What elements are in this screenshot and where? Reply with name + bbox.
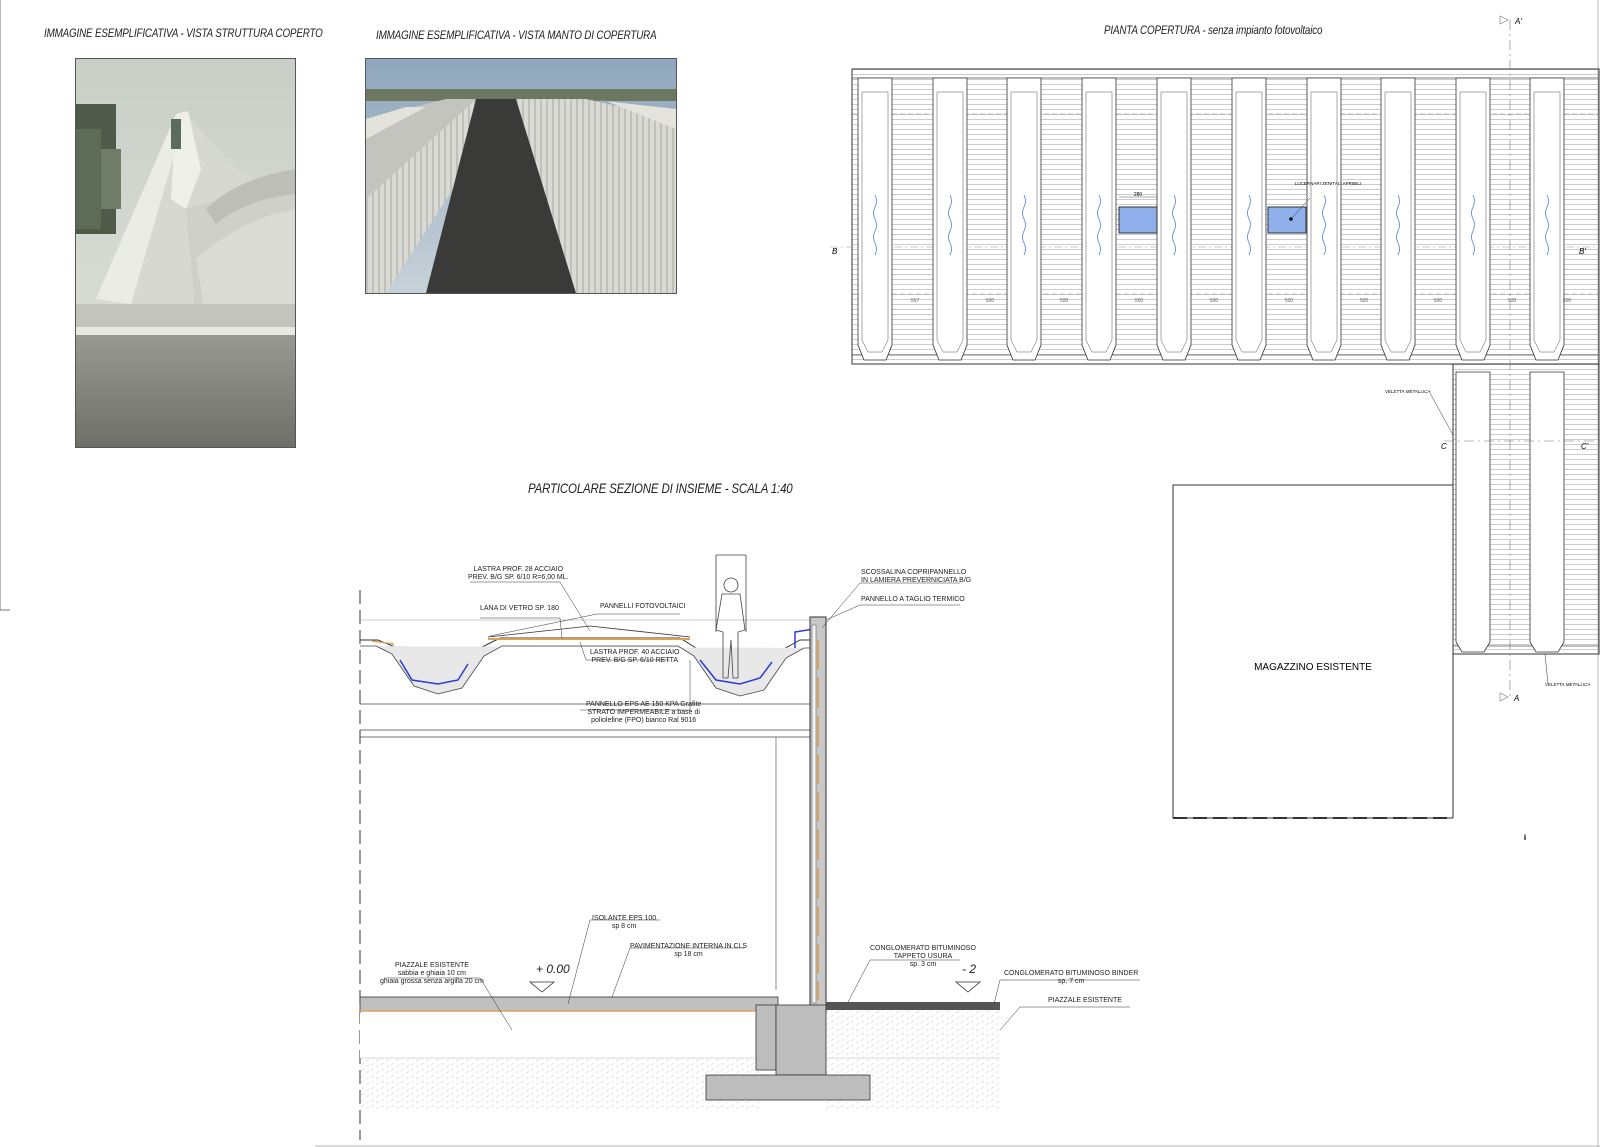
bay-dim-5: 500	[1210, 298, 1219, 304]
plan-wing-gutters	[1455, 371, 1565, 653]
bay-dim-9: 500	[1508, 298, 1517, 304]
skylight-1	[1118, 206, 1158, 234]
bay-dim-4: 500	[1135, 298, 1144, 304]
opening-dim: 280	[1134, 192, 1143, 198]
bay-dim-3: 500	[1060, 298, 1069, 304]
level-zero: + 0.00	[536, 962, 570, 976]
skylight-note: LUCERNARI ZENITALI APRIBILI	[1295, 181, 1361, 186]
section-title: PARTICOLARE SEZIONE DI INSIEME - SCALA 1…	[528, 480, 793, 496]
gutter-strip-7	[1306, 77, 1342, 361]
bay-dim-7: 500	[1360, 298, 1369, 304]
note-pannelli: PANNELLI FOTOVOLTAICI	[600, 603, 686, 610]
wing-gutter-2	[1529, 371, 1565, 653]
north-arrow	[1523, 833, 1527, 840]
photo-manto-title: IMMAGINE ESEMPLIFICATIVA - VISTA MANTO D…	[376, 28, 657, 42]
wing-gutter-1	[1455, 371, 1491, 653]
note-piazzale-esistente: PIAZZALE ESISTENTE	[1048, 997, 1122, 1004]
section-c-left-label: C	[1441, 442, 1447, 451]
plan-title: PIANTA COPERTURA - senza impianto fotovo…	[1104, 23, 1323, 37]
section-c-right-label: C'	[1581, 442, 1589, 451]
photo-roof-structure	[75, 58, 296, 448]
section-a-top-label: A'	[1514, 17, 1522, 26]
gutter-strip-4	[1081, 77, 1117, 361]
section-b-left-label: B	[832, 247, 838, 256]
bay-dim-6: 500	[1285, 298, 1294, 304]
bay-dim-2: 500	[986, 298, 995, 304]
bay-dim-1: 567	[911, 298, 920, 304]
section-a-bottom-label: A	[1513, 694, 1519, 703]
photo-struttura-title: IMMAGINE ESEMPLIFICATIVA - VISTA STRUTTU…	[44, 26, 323, 40]
section-b-right-label: B'	[1579, 247, 1586, 256]
note-lana: LANA DI VETRO SP. 180	[480, 605, 559, 612]
level-minus-two: - 2	[962, 962, 977, 976]
photo-roof-covering	[365, 58, 677, 294]
gutter-strip-2	[932, 77, 968, 361]
magazzino-label: MAGAZZINO ESISTENTE	[1254, 662, 1372, 673]
note-taglio: PANNELLO A TAGLIO TERMICO	[861, 596, 965, 603]
section-drawing	[359, 554, 1140, 1140]
gutter-strip-5	[1156, 77, 1192, 361]
bay-dim-8: 500	[1434, 298, 1443, 304]
plan-gutters	[857, 77, 1565, 361]
person-figure	[715, 554, 747, 679]
roof-plan: A' A B B' C C' LUCERNARI ZENITALI APRIBI…	[830, 15, 1600, 840]
gutter-strip-1	[857, 77, 893, 361]
veletta-top-label: VELETTA METALLICA	[1385, 389, 1430, 394]
skylight-2	[1267, 206, 1307, 234]
gutter-strip-10	[1529, 77, 1565, 361]
gutter-strip-9	[1455, 77, 1491, 361]
gutter-strip-8	[1380, 77, 1416, 361]
bay-dim-10: 500	[1563, 298, 1572, 304]
gutter-strip-3	[1006, 77, 1042, 361]
veletta-bottom-label: VELETTA METALLICA	[1545, 682, 1590, 687]
gutter-strip-6	[1231, 77, 1267, 361]
